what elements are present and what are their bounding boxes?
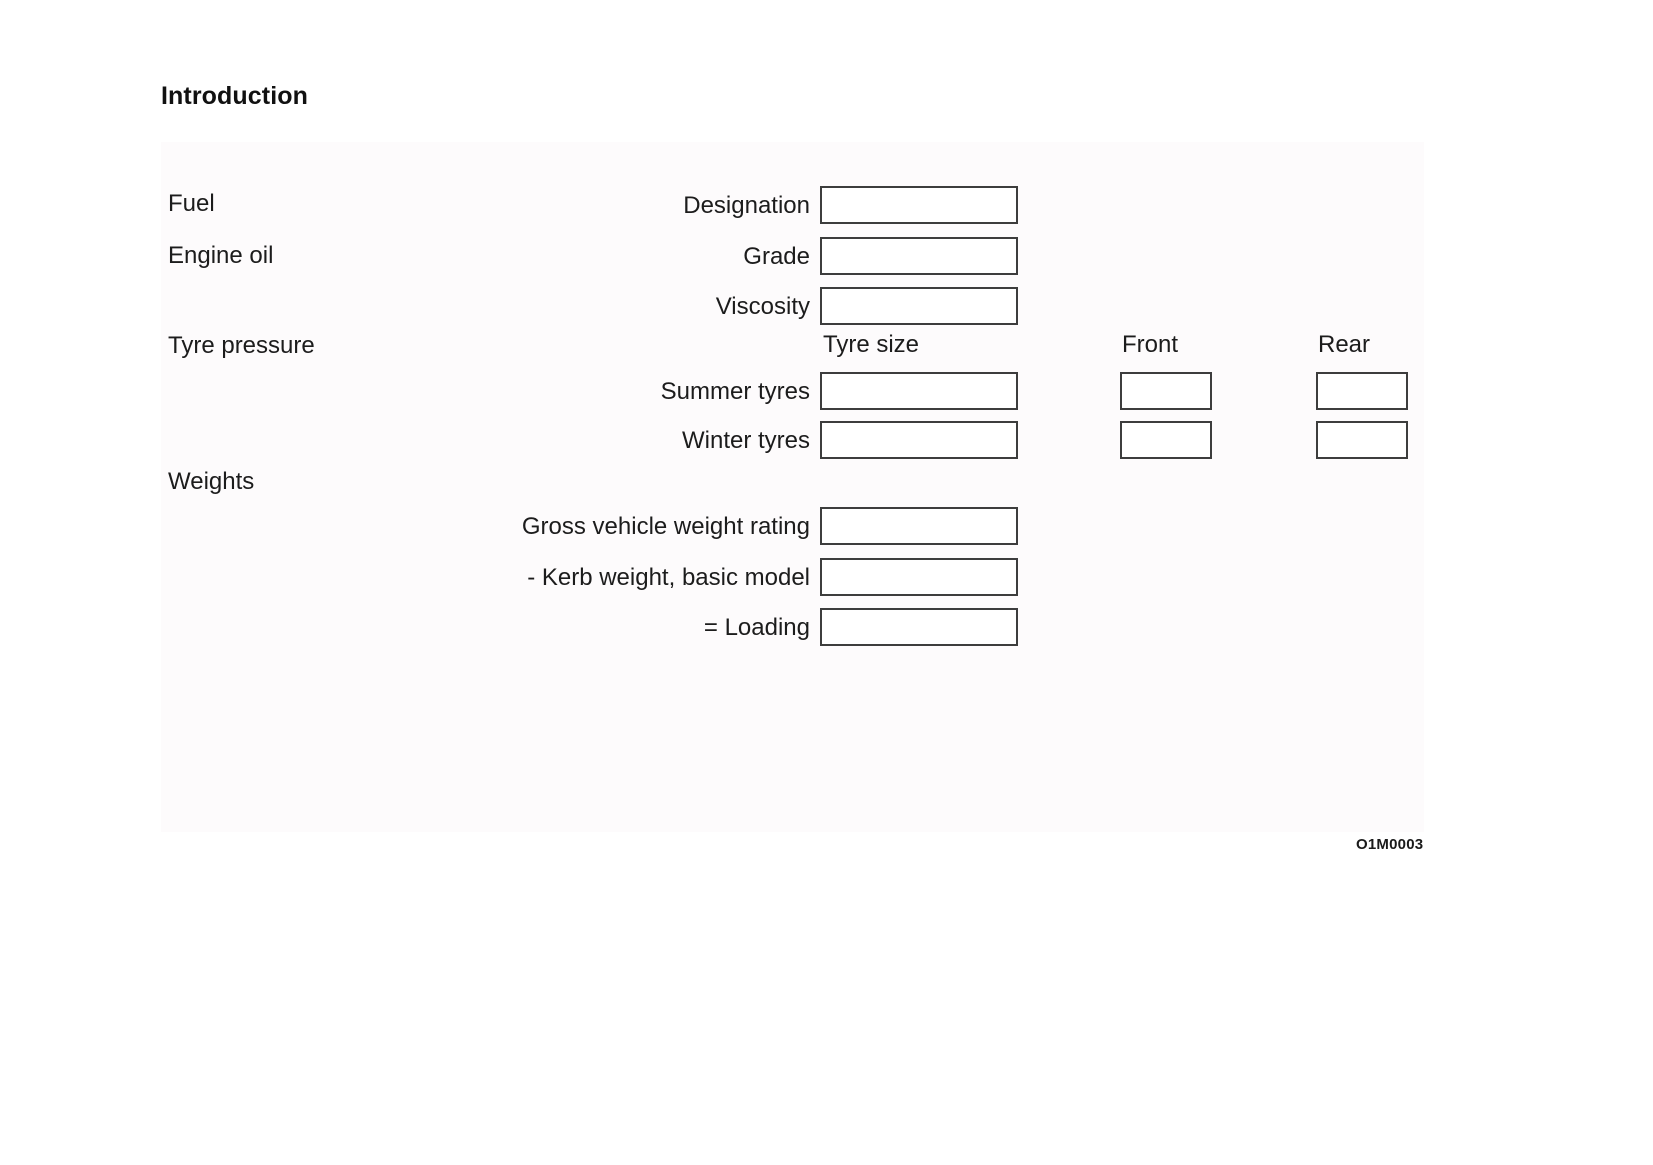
field-label-summer-tyres: Summer tyres — [660, 378, 810, 405]
section-label-fuel: Fuel — [168, 190, 215, 217]
input-winter-tyre-size[interactable] — [820, 421, 1018, 459]
field-label-designation: Designation — [683, 192, 810, 219]
input-designation[interactable] — [820, 186, 1018, 224]
input-summer-tyre-size[interactable] — [820, 372, 1018, 410]
field-label-viscosity: Viscosity — [715, 293, 810, 320]
input-summer-rear-pressure[interactable] — [1316, 372, 1408, 410]
specification-form-panel: Fuel Engine oil Tyre pressure Weights De… — [161, 142, 1424, 832]
field-label-loading: = Loading — [703, 614, 810, 641]
figure-reference-code: O1M0003 — [1356, 836, 1424, 853]
input-winter-front-pressure[interactable] — [1120, 421, 1212, 459]
section-label-engine-oil: Engine oil — [168, 242, 274, 269]
page-title: Introduction — [161, 82, 309, 110]
field-label-winter-tyres: Winter tyres — [681, 427, 810, 454]
column-header-front: Front — [1122, 331, 1179, 358]
input-loading[interactable] — [820, 608, 1018, 646]
input-summer-front-pressure[interactable] — [1120, 372, 1212, 410]
input-viscosity[interactable] — [820, 287, 1018, 325]
input-kerb-weight-basic-model[interactable] — [820, 558, 1018, 596]
input-grade[interactable] — [820, 237, 1018, 275]
input-gross-vehicle-weight-rating[interactable] — [820, 507, 1018, 545]
section-label-tyre-pressure: Tyre pressure — [168, 332, 315, 359]
field-label-kerb-weight-basic-model: - Kerb weight, basic model — [527, 564, 810, 591]
field-label-grade: Grade — [743, 243, 810, 270]
column-header-rear: Rear — [1318, 331, 1371, 358]
section-label-weights: Weights — [168, 468, 255, 495]
column-header-tyre-size: Tyre size — [823, 331, 920, 358]
input-winter-rear-pressure[interactable] — [1316, 421, 1408, 459]
field-label-gross-vehicle-weight-rating: Gross vehicle weight rating — [521, 513, 810, 540]
